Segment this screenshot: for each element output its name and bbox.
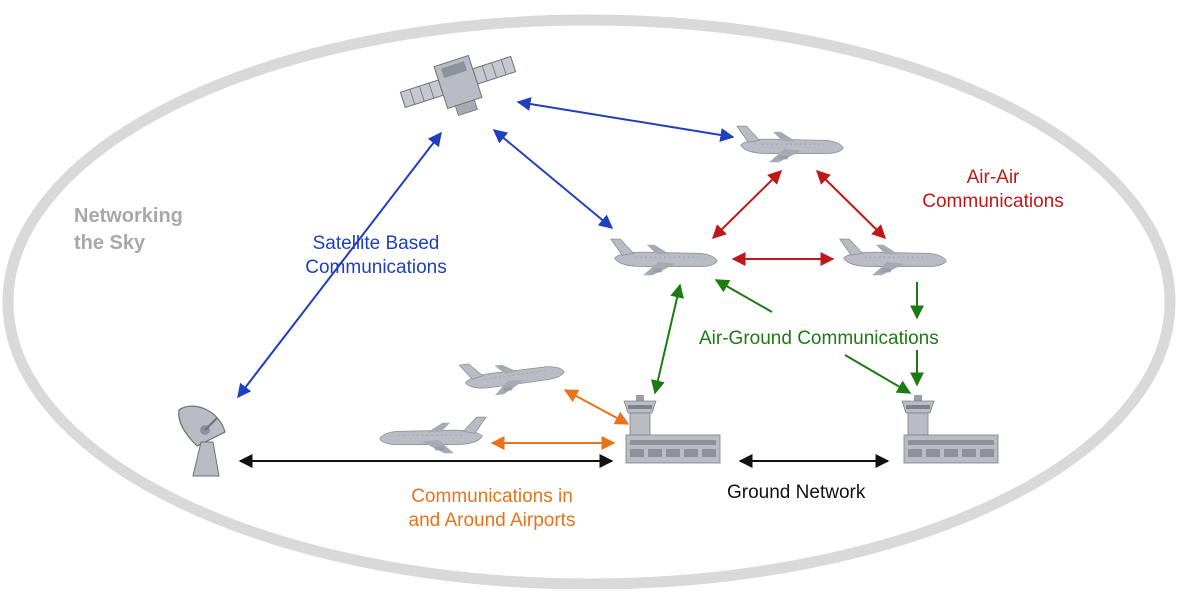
air-ground-arrow	[714, 279, 773, 313]
label-line: Satellite Based	[312, 233, 440, 254]
airplane-icon	[379, 416, 487, 454]
label-line: Communications in	[411, 486, 573, 507]
satellite-link-arrow	[492, 129, 614, 229]
airplane-icon	[610, 238, 718, 276]
diagram-title: Networking the Sky	[74, 203, 183, 257]
airport-comm-label: Communications in and Around Airports	[372, 485, 612, 533]
airport-comm-arrow	[563, 389, 630, 425]
ground-antenna-icon	[178, 405, 226, 477]
title-line: the Sky	[74, 232, 146, 254]
label-line: and Around Airports	[408, 510, 576, 531]
air-ground-arrow	[651, 283, 684, 395]
ground-network-label: Ground Network	[727, 482, 866, 503]
air-air-comm-label: Air-Air Communications	[898, 166, 1088, 214]
satellite-link-arrow	[237, 131, 442, 399]
airplane-icon	[839, 238, 947, 276]
satellite-comm-label: Satellite Based Communications	[272, 232, 480, 280]
boundary-ellipse	[2, 14, 1176, 590]
airplane-icon	[736, 125, 844, 163]
airplane-icon	[458, 350, 567, 401]
air-ground-comm-label: Air-Ground Communications	[699, 328, 939, 349]
satellite-link-arrow	[516, 97, 735, 142]
air-ground-arrow	[844, 354, 912, 394]
label-line: Communications	[305, 257, 447, 278]
satellite-icon	[399, 54, 517, 117]
control-tower-icon	[901, 394, 999, 464]
air-air-arrow	[816, 170, 886, 239]
control-tower-icon	[623, 394, 721, 464]
air-air-arrow	[712, 170, 782, 239]
label-line: Communications	[922, 191, 1064, 212]
label-line: Air-Air	[966, 167, 1020, 188]
title-line: Networking	[74, 205, 183, 227]
